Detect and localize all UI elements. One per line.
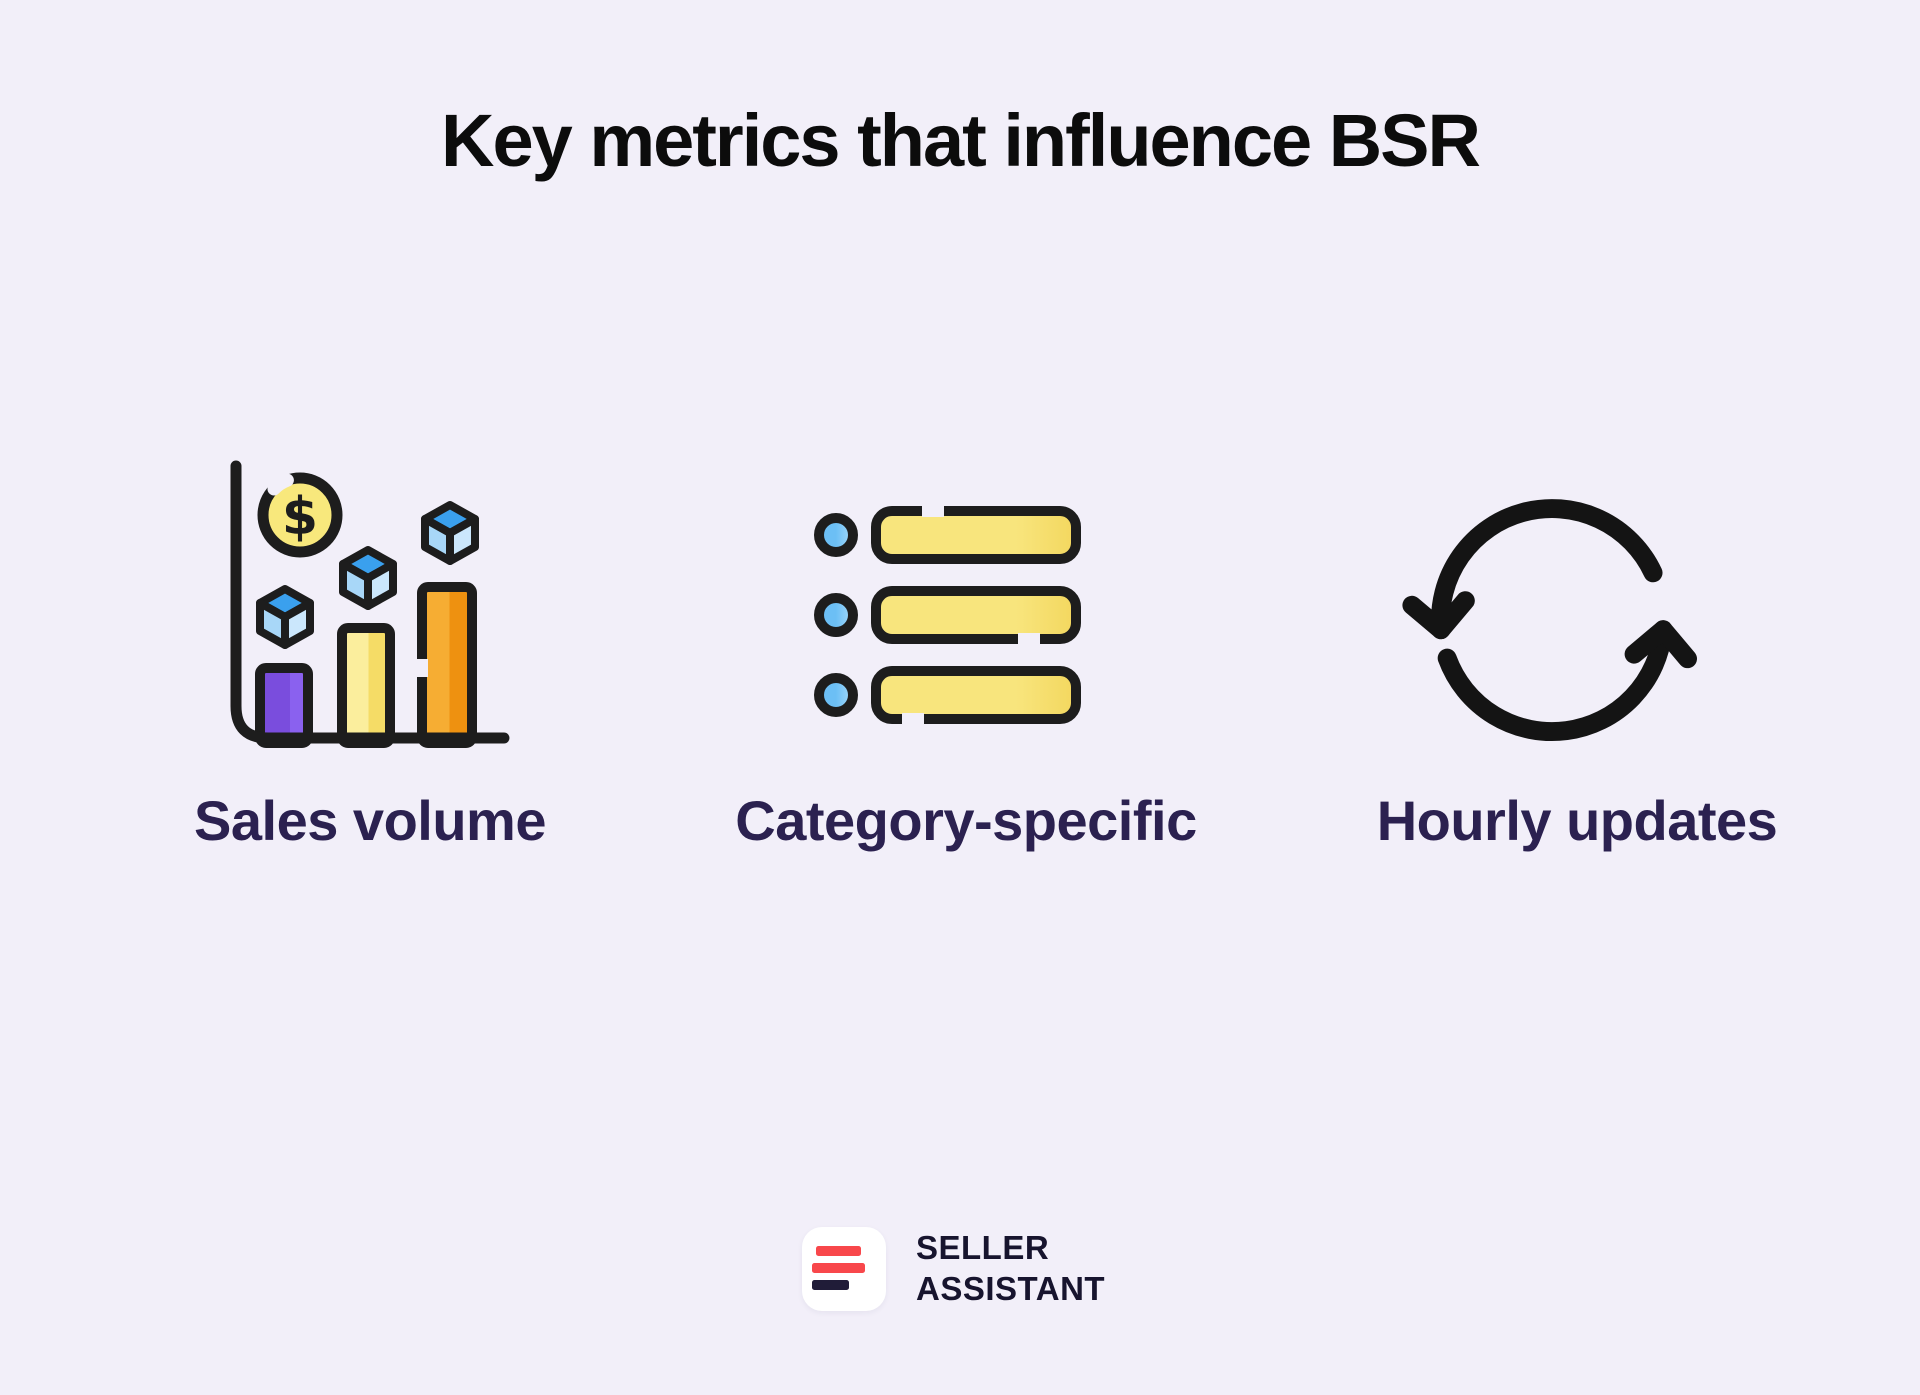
- seller-assistant-logo-icon: [802, 1227, 886, 1311]
- purple-bar: [255, 663, 313, 748]
- list-bar: [871, 506, 1081, 564]
- bullet-circle-icon: [814, 513, 858, 557]
- page-title: Key metrics that influence BSR: [441, 99, 1481, 182]
- brand-name-line1: SELLER: [916, 1229, 1050, 1266]
- metric-label-category-specific: Category-specific: [735, 789, 1197, 852]
- category-list-icon: [814, 505, 1081, 725]
- logo-bar-dark-bottom: [812, 1280, 849, 1290]
- metric-label-hourly-updates: Hourly updates: [1376, 789, 1778, 852]
- bullet-circle-icon: [814, 673, 858, 717]
- dollar-coin-icon: $: [257, 472, 343, 558]
- refresh-bottom-arc: [1437, 620, 1673, 742]
- list-row: [814, 666, 1081, 725]
- logo-bar-red-middle: [812, 1263, 865, 1273]
- list-bar: [871, 666, 1081, 724]
- brand-name: SELLER ASSISTANT: [916, 1227, 1105, 1309]
- list-row: [814, 505, 1081, 564]
- cube-icon: [339, 546, 397, 610]
- orange-bar: [417, 582, 477, 748]
- logo-bar-red-top: [816, 1246, 861, 1256]
- metric-label-sales-volume: Sales volume: [194, 789, 546, 852]
- hourly-updates-refresh-icon: [1402, 499, 1697, 742]
- bar-chart-axis: [230, 460, 510, 744]
- refresh-top-arc: [1431, 499, 1663, 640]
- cube-icon: [256, 585, 314, 649]
- list-bar: [871, 586, 1081, 644]
- refresh-arrowhead-left: [1402, 591, 1475, 640]
- sales-volume-icon: $: [230, 460, 510, 748]
- bullet-circle-icon: [814, 593, 858, 637]
- cube-icon: [421, 501, 479, 565]
- dollar-sign: $: [282, 487, 318, 547]
- refresh-arrowhead-right: [1624, 620, 1697, 669]
- list-row: [814, 586, 1081, 645]
- brand-name-line2: ASSISTANT: [916, 1270, 1106, 1307]
- yellow-bar: [337, 623, 395, 748]
